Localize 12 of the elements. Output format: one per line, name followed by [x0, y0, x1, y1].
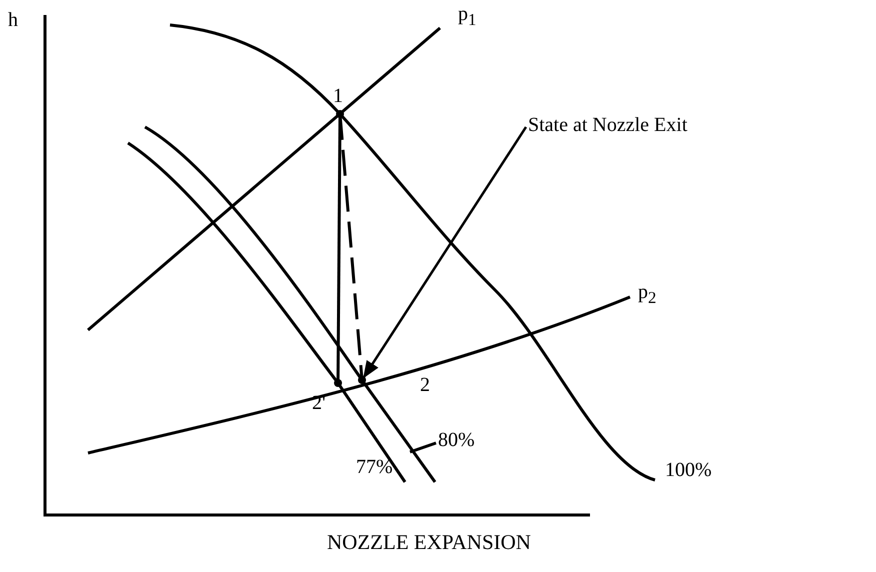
annotation-text: State at Nozzle Exit — [528, 115, 688, 135]
annotation-text: 80% — [438, 430, 475, 450]
isobar-label: p$_{2}$ — [638, 282, 656, 307]
point-label: 2 — [420, 375, 430, 395]
isobar-label: p$_{1}$ — [458, 4, 476, 29]
curve-label: 77% — [356, 457, 393, 477]
caption: NOZZLE EXPANSION — [327, 532, 531, 553]
leader-line — [410, 442, 436, 454]
arrow — [362, 126, 528, 378]
curve-label: 100% — [665, 460, 712, 480]
point-label: 1 — [333, 86, 343, 106]
axis-label: h — [8, 10, 18, 30]
